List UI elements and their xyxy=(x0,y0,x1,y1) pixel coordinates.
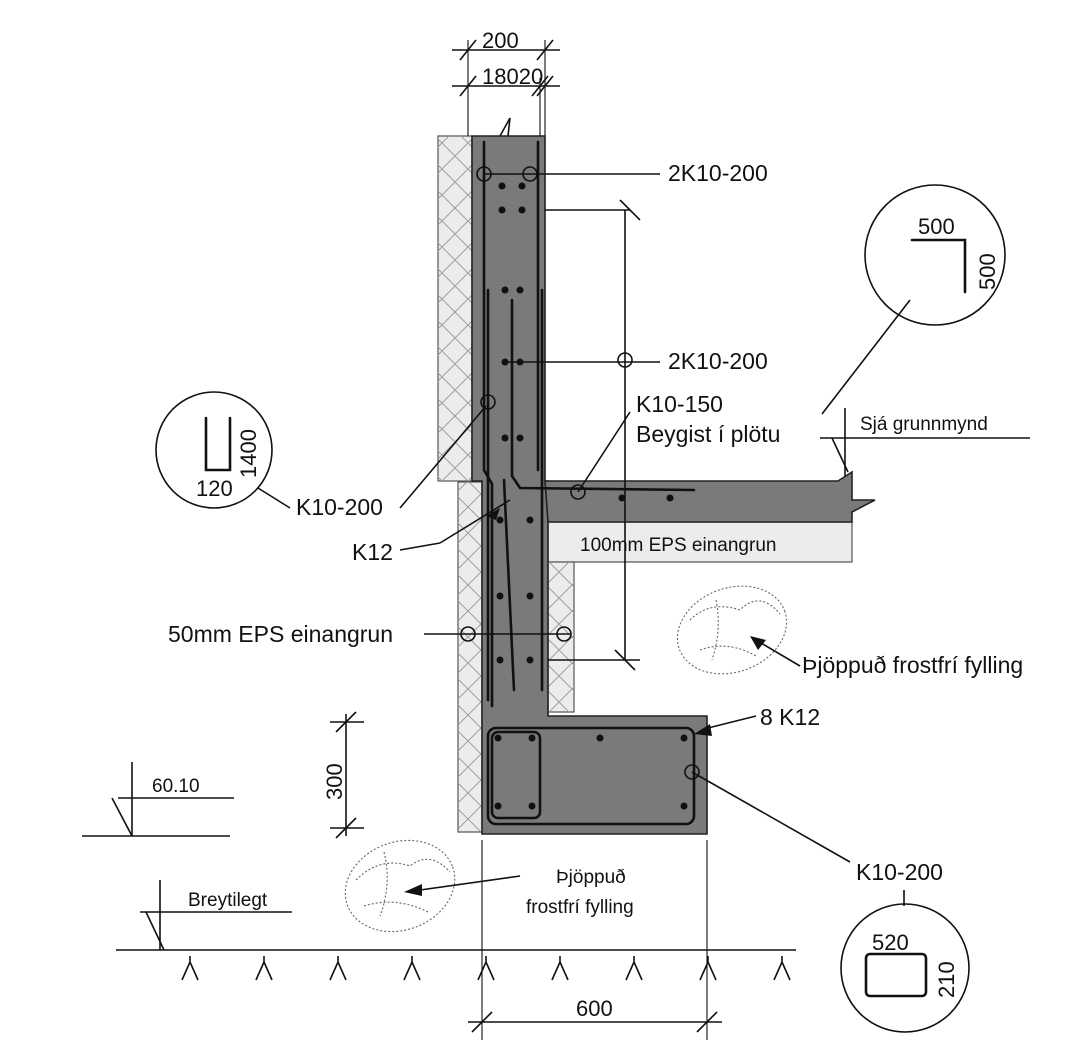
label-eps-100: 100mm EPS einangrun xyxy=(580,535,776,556)
label-fill-bottom-2: frostfrí fylling xyxy=(526,897,634,918)
see-plan-marker xyxy=(820,408,1030,476)
leader-rebar-top xyxy=(476,166,660,182)
stirrup-width: 520 xyxy=(872,930,909,955)
u-bar-width: 120 xyxy=(196,476,233,501)
fill-stone-bottom xyxy=(344,839,521,933)
u-bar-detail xyxy=(155,391,291,509)
leader-8k12 xyxy=(694,715,757,736)
floor-slab-concrete xyxy=(544,470,876,523)
label-k12: K12 xyxy=(352,539,393,565)
dim-300-group xyxy=(330,711,364,839)
label-rebar-top: 2K10-200 xyxy=(668,160,768,186)
fill-stone-right xyxy=(676,585,801,675)
reinforcement xyxy=(482,140,696,826)
top-dimension xyxy=(452,39,560,136)
u-bar-height: 1400 xyxy=(236,429,261,478)
label-breytilegt: Breytilegt xyxy=(188,890,268,911)
label-k10-200-right: K10-200 xyxy=(856,859,943,885)
k10-150-slab-bar xyxy=(510,298,696,492)
label-fill-bottom-1: Þjöppuð xyxy=(556,867,626,888)
stirrup-height: 210 xyxy=(934,961,959,998)
leader-k10-200-left xyxy=(399,394,496,509)
label-8k12: 8 K12 xyxy=(760,704,820,730)
dim-200: 200 xyxy=(482,28,519,53)
stirrup-detail xyxy=(840,890,970,1033)
label-see-plan: Sjá grunnmynd xyxy=(860,414,988,435)
leader-k10-150 xyxy=(570,411,631,500)
leader-k12 xyxy=(399,499,511,551)
footing-stirrup-inner xyxy=(490,730,542,820)
dim-600-group xyxy=(468,840,722,1040)
slab-height-dimension xyxy=(545,199,641,671)
corner-bar-detail xyxy=(821,184,1006,415)
label-rebar-mid: 2K10-200 xyxy=(668,348,768,374)
label-fill-right: Þjöppuð frostfrí fylling xyxy=(802,652,1023,678)
label-beygist: Beygist í plötu xyxy=(636,421,780,447)
leader-eps-50 xyxy=(424,626,572,642)
dim-600: 600 xyxy=(576,996,613,1021)
corner-leg-b: 500 xyxy=(975,253,1000,290)
corner-leg-a: 500 xyxy=(918,214,955,239)
dim-300: 300 xyxy=(322,763,347,800)
label-level-60-10: 60.10 xyxy=(152,776,200,797)
leader-k10-200-right xyxy=(684,764,851,863)
eps-100-under-slab xyxy=(547,521,853,563)
footing-stirrup-outer xyxy=(486,726,696,826)
label-k10-150: K10-150 xyxy=(636,391,723,417)
dim-180-20: 18020 xyxy=(482,64,543,89)
level-marker-breytilegt xyxy=(140,880,292,951)
ground-line xyxy=(116,949,796,981)
label-eps-50: 50mm EPS einangrun xyxy=(168,621,393,647)
label-k10-200-left: K10-200 xyxy=(296,494,383,520)
insulation-layers xyxy=(437,135,853,833)
level-marker-60-10 xyxy=(82,762,234,837)
